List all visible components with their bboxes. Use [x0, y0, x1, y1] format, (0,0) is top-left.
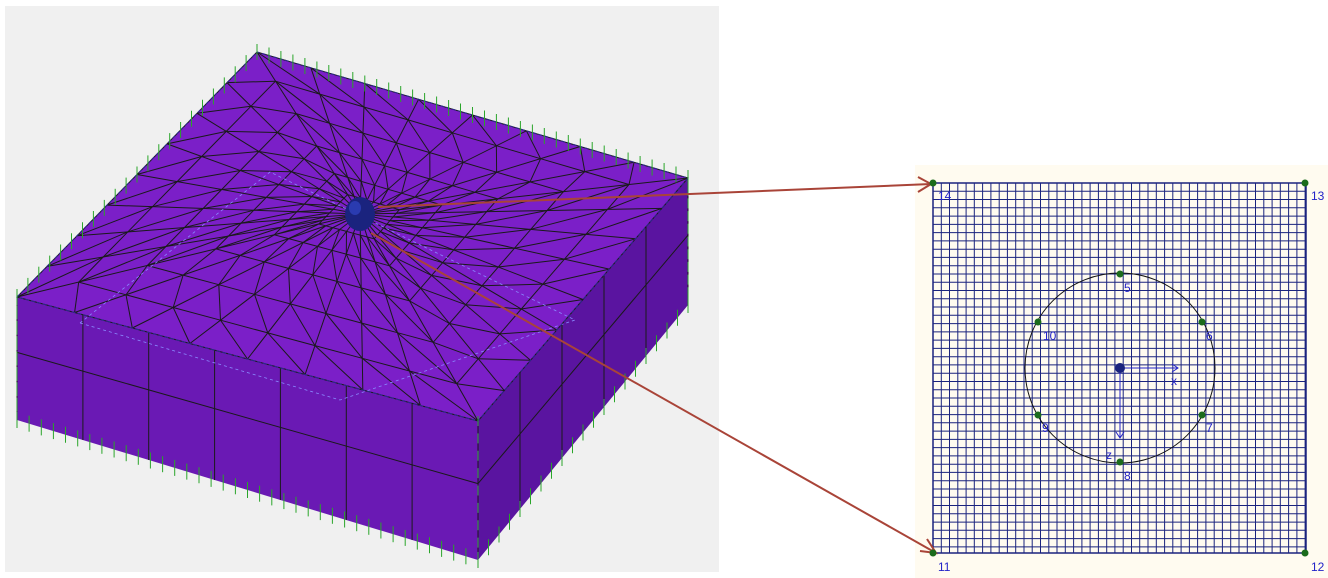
point-6 [1198, 318, 1206, 326]
section-border [932, 182, 1307, 554]
boundary-support-ticks [16, 44, 689, 568]
label-point-8: 8 [1124, 469, 1131, 483]
point-10 [1034, 318, 1042, 326]
label-point-13: 13 [1311, 189, 1325, 203]
label-point-12: 12 [1311, 560, 1325, 574]
z-axis-label: z [1106, 448, 1112, 462]
label-point-11: 11 [938, 560, 951, 574]
pile-head [345, 197, 375, 231]
point-9 [1034, 411, 1042, 419]
point-11 [929, 549, 937, 557]
point-12 [1301, 549, 1309, 557]
local-axes [1115, 363, 1179, 439]
point-14 [929, 179, 937, 187]
block-front-face [17, 297, 478, 560]
mesh-lines [16, 51, 689, 560]
arrow-to-bottom-left [370, 232, 937, 554]
label-point-6: 6 [1206, 329, 1213, 343]
label-point-10: 10 [1043, 329, 1057, 343]
x-axis-label: x [1171, 374, 1177, 388]
point-13 [1301, 179, 1309, 187]
label-point-9: 9 [1042, 421, 1049, 435]
point-5 [1116, 270, 1124, 278]
pile-head-highlight [349, 201, 361, 215]
section-points [929, 179, 1309, 557]
point-8 [1116, 458, 1124, 466]
point-7 [1198, 411, 1206, 419]
block-side-face [478, 178, 688, 560]
pile-center-marker [1115, 363, 1125, 373]
inner-region-outline [79, 171, 577, 401]
label-point-5: 5 [1124, 281, 1131, 295]
label-point-14: 14 [938, 189, 952, 203]
arrow-to-top-left [377, 183, 932, 208]
label-point-7: 7 [1206, 421, 1213, 435]
